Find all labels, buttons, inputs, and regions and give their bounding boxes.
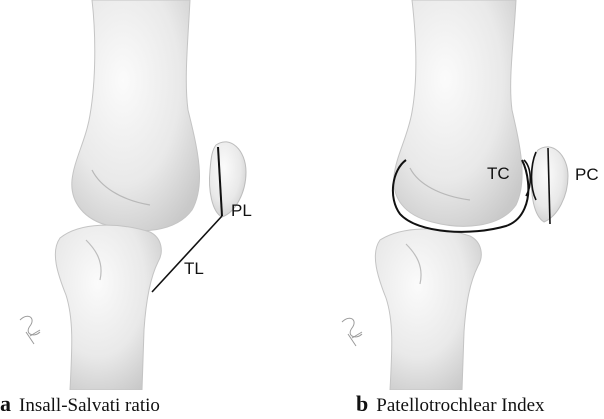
- femur-bone: [394, 0, 522, 226]
- panel-b-illustration: [302, 0, 604, 390]
- caption-a: a Insall-Salvati ratio: [0, 393, 160, 415]
- caption-b-text: Patellotrochlear Index: [376, 395, 544, 416]
- label-tc: TC: [487, 165, 510, 182]
- panel-letter-b: b: [356, 391, 368, 416]
- label-pc: PC: [575, 166, 599, 183]
- panel-letter-a: a: [0, 391, 11, 416]
- label-tl: TL: [184, 260, 204, 277]
- artist-signature: [20, 316, 40, 344]
- panel-a-illustration: [0, 0, 302, 390]
- femur-bone: [72, 0, 200, 231]
- tibia-bone: [375, 229, 481, 390]
- artist-signature: [342, 318, 362, 346]
- caption-b: b Patellotrochlear Index: [356, 393, 545, 415]
- caption-a-text: Insall-Salvati ratio: [19, 395, 160, 416]
- label-pl: PL: [231, 202, 252, 219]
- tibia-bone: [55, 225, 161, 390]
